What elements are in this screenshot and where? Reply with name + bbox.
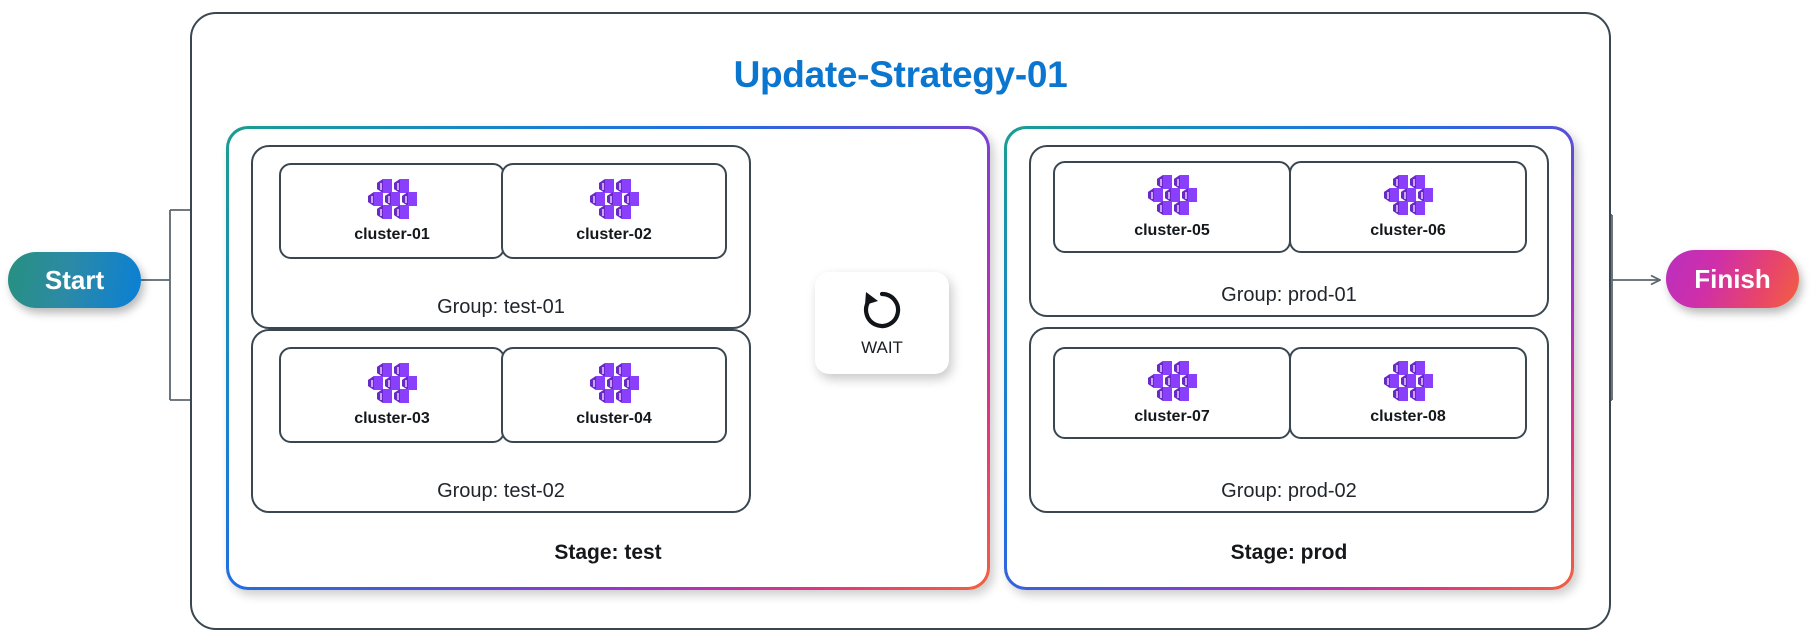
- wait-node-label: WAIT: [861, 338, 903, 357]
- cluster-label: cluster-06: [1370, 222, 1446, 239]
- kubernetes-cluster-icon: [1384, 175, 1433, 215]
- kubernetes-cluster-icon: [590, 363, 639, 403]
- stage-prod-body: cluster-05 cluster: [1007, 129, 1571, 587]
- kubernetes-cluster-icon: [1148, 175, 1197, 215]
- kubernetes-cluster-icon: [1384, 361, 1433, 401]
- group-label: Group: prod-01: [1221, 284, 1357, 306]
- kubernetes-cluster-icon: [590, 179, 639, 219]
- start-node[interactable]: Start: [8, 252, 141, 308]
- cluster-label: cluster-08: [1370, 408, 1446, 425]
- page-title: Update-Strategy-01: [733, 54, 1068, 95]
- stage-prod[interactable]: cluster-05 cluster: [1004, 126, 1574, 590]
- finish-node-label: Finish: [1694, 263, 1771, 294]
- stage-label: Stage: test: [554, 541, 662, 564]
- stage-test[interactable]: cluster-01 cluster: [226, 126, 990, 590]
- cluster-node-cluster-02[interactable]: cluster-02: [501, 163, 727, 259]
- kubernetes-cluster-icon: [1148, 361, 1197, 401]
- cluster-label: cluster-04: [576, 410, 652, 427]
- cluster-node-cluster-08[interactable]: cluster-08: [1289, 347, 1527, 439]
- cluster-node-cluster-06[interactable]: cluster-06: [1289, 161, 1527, 253]
- group-label: Group: prod-02: [1221, 480, 1357, 502]
- cluster-node-cluster-03[interactable]: cluster-03: [279, 347, 505, 443]
- kubernetes-cluster-icon: [368, 363, 417, 403]
- cluster-node-cluster-05[interactable]: cluster-05: [1053, 161, 1291, 253]
- rotate-counterclockwise-icon: [863, 291, 901, 329]
- cluster-label: cluster-01: [354, 226, 430, 243]
- group-label: Group: test-02: [437, 480, 565, 502]
- group-test-01[interactable]: cluster-01 cluster: [251, 145, 751, 329]
- kubernetes-cluster-icon: [368, 179, 417, 219]
- group-test-02[interactable]: cluster-03 cluster: [251, 329, 751, 513]
- group-label: Group: test-01: [437, 296, 565, 318]
- cluster-node-cluster-01[interactable]: cluster-01: [279, 163, 505, 259]
- stage-label: Stage: prod: [1230, 541, 1348, 564]
- cluster-label: cluster-07: [1134, 408, 1210, 425]
- cluster-label: cluster-05: [1134, 222, 1210, 239]
- cluster-node-cluster-07[interactable]: cluster-07: [1053, 347, 1291, 439]
- cluster-label: cluster-03: [354, 410, 430, 427]
- start-node-label: Start: [44, 264, 105, 295]
- finish-node[interactable]: Finish: [1666, 250, 1799, 308]
- cluster-label: cluster-02: [576, 226, 652, 243]
- cluster-node-cluster-04[interactable]: cluster-04: [501, 347, 727, 443]
- stage-test-body: cluster-01 cluster: [229, 129, 987, 587]
- wait-node[interactable]: WAIT: [815, 272, 949, 374]
- group-prod-02[interactable]: cluster-07 cluster: [1029, 327, 1549, 513]
- group-prod-01[interactable]: cluster-05 cluster: [1029, 145, 1549, 317]
